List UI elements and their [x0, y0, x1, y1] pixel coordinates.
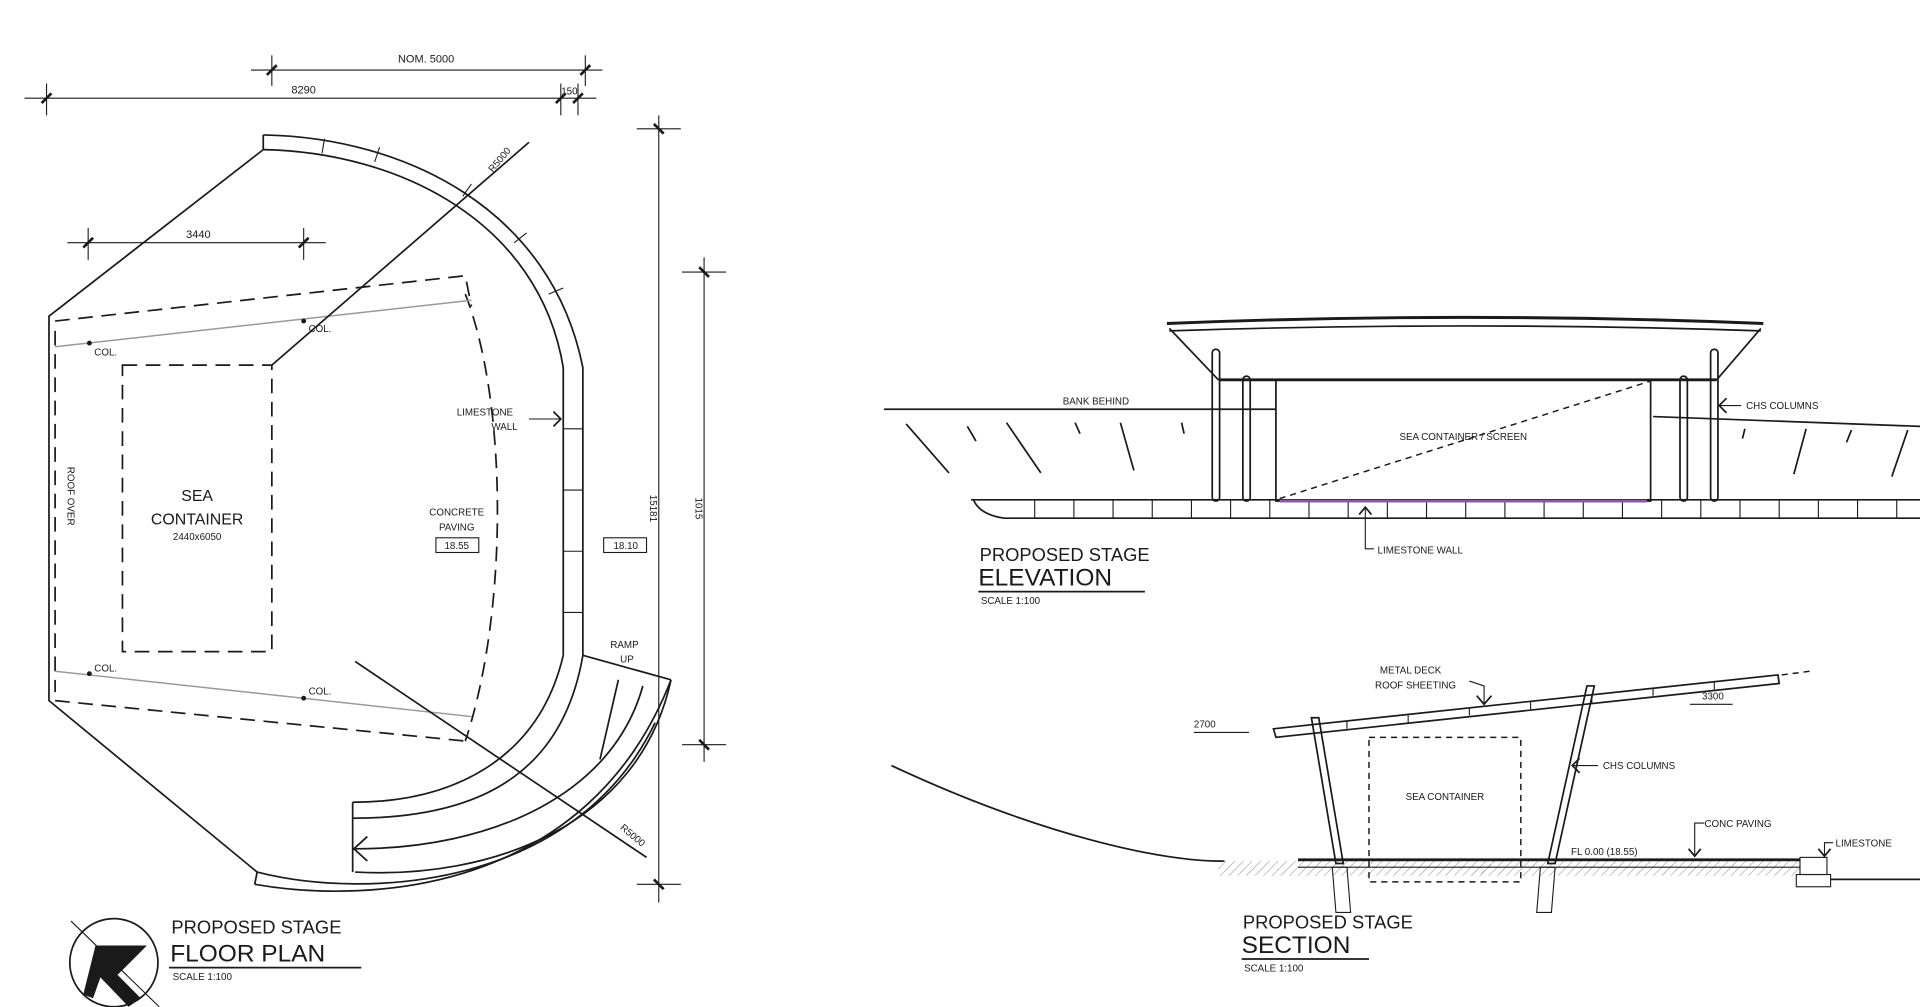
sea-container-label: CONTAINER — [151, 511, 244, 528]
elevation-roof — [1166, 315, 1764, 382]
chs-columns-label: CHS COLUMNS — [1746, 401, 1819, 412]
level-tag: 18.55 — [444, 541, 469, 552]
dim-label: 15181 — [647, 495, 658, 522]
chs-columns-label: CHS COLUMNS — [1603, 761, 1676, 772]
title-line2: ELEVATION — [978, 565, 1112, 592]
bank-hatching — [905, 422, 1909, 477]
section: METAL DECK ROOF SHEETING 2700 3300 SEA C… — [891, 666, 1920, 974]
metal-deck-label: ROOF SHEETING — [1375, 680, 1456, 691]
sea-container-outline — [121, 364, 273, 653]
arrow-icon — [1817, 848, 1832, 858]
dimension-vertical-inner: 1015 — [682, 257, 727, 762]
sea-container-label: SEA CONTAINER — [1406, 792, 1485, 803]
column-label: COL. — [94, 663, 117, 674]
concrete-paving-label: PAVING — [439, 522, 475, 533]
concrete-paving-label: CONCRETE — [429, 508, 484, 519]
radius-line-top — [271, 141, 530, 366]
ramp-label: UP — [620, 655, 634, 666]
stage-outline — [48, 134, 672, 893]
elevation-title: PROPOSED STAGE ELEVATION SCALE 1:100 — [978, 544, 1150, 607]
title-line1: PROPOSED STAGE — [171, 916, 341, 937]
container-size-label: 2440x6050 — [173, 532, 222, 543]
dim-label: 1015 — [693, 498, 704, 520]
title-line2: SECTION — [1242, 932, 1351, 959]
scale-label: SCALE 1:100 — [1244, 963, 1304, 974]
floor-plan-title: PROPOSED STAGE FLOOR PLAN SCALE 1:100 — [168, 916, 362, 983]
north-arrow-icon — [68, 917, 160, 1007]
sea-container-label: SEA — [181, 488, 213, 505]
dim-label: NOM. 5000 — [398, 54, 454, 66]
bank-behind-label: BANK BEHIND — [1063, 396, 1129, 407]
radius-line-bottom — [354, 660, 648, 859]
scale-label: SCALE 1:100 — [981, 596, 1041, 607]
chs-columns — [1211, 348, 1719, 502]
roof-over-label: ROOF OVER — [64, 467, 75, 526]
arrow-icon — [552, 411, 563, 427]
limestone-wall-label: LIMESTONE — [457, 407, 514, 418]
screen-label: SEA CONTAINER / SCREEN — [1399, 432, 1527, 443]
conc-paving-label: CONC PAVING — [1704, 819, 1771, 830]
dimension-vertical-outer: 15181 — [636, 115, 681, 903]
elevation: SEA CONTAINER / SCREEN BANK BEHIND CHS C… — [884, 315, 1920, 607]
scale-label: SCALE 1:100 — [173, 972, 233, 983]
limestone-wall-label: WALL — [491, 422, 518, 433]
column-label: COL. — [94, 347, 117, 358]
ramp-arrow-icon — [352, 835, 368, 862]
sea-container-outline — [1368, 736, 1522, 883]
title-line1: PROPOSED STAGE — [980, 544, 1150, 565]
limestone-wall-label: LIMESTONE WALL — [1378, 546, 1464, 557]
dimension-8290: 8290 150 — [24, 83, 597, 116]
section-columns — [1310, 685, 1596, 914]
limestone-base — [971, 498, 1920, 520]
dim-label: 3440 — [186, 229, 211, 241]
arrow-icon — [1687, 848, 1702, 858]
radius-label: R5000 — [618, 822, 648, 849]
floor-plan: NOM. 5000 8290 150 3440 15181 1015 — [24, 54, 727, 1007]
section-title: PROPOSED STAGE SECTION SCALE 1:100 — [1241, 911, 1413, 974]
limestone-label: LIMESTONE — [1836, 838, 1893, 849]
height-label: 2700 — [1194, 720, 1216, 731]
floor-level-label: FL 0.00 (18.55) — [1571, 847, 1638, 858]
dim-label: 8290 — [291, 84, 316, 96]
ramp-label: RAMP — [610, 640, 639, 651]
dimension-3440: 3440 — [67, 227, 326, 260]
column-label: COL. — [309, 324, 332, 335]
level-tag: 18.10 — [613, 541, 638, 552]
dimension-nom-5000: NOM. 5000 — [251, 54, 603, 86]
metal-deck-label: METAL DECK — [1380, 666, 1442, 677]
column-label: COL. — [309, 687, 332, 698]
title-line2: FLOOR PLAN — [170, 940, 325, 967]
roof-over-outline — [54, 274, 499, 742]
height-label: 3300 — [1702, 691, 1724, 702]
title-line1: PROPOSED STAGE — [1243, 911, 1413, 932]
dim-label: 150 — [561, 87, 578, 98]
radius-label: R5000 — [487, 145, 514, 175]
arrow-icon — [1476, 695, 1493, 706]
